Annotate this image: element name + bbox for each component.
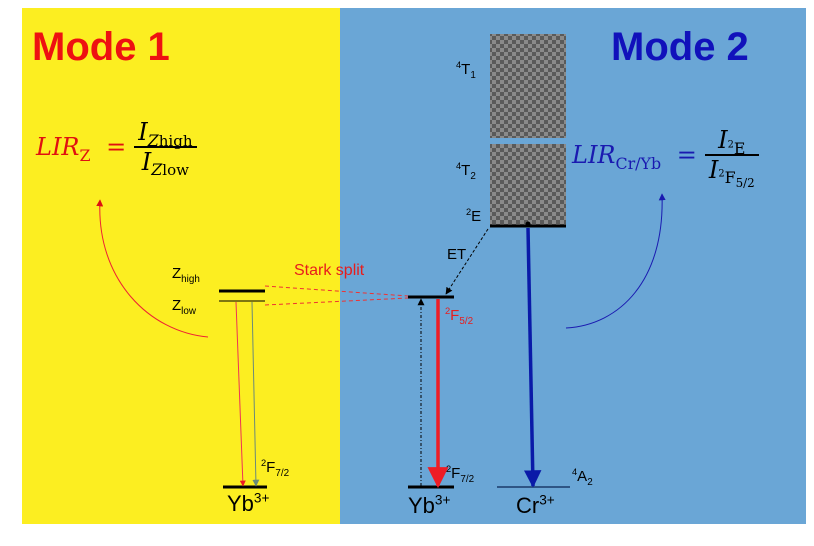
formula-right-den-sub: F: [724, 168, 736, 188]
formula-left-equals: =: [106, 132, 127, 161]
mode1-title: Mode 1: [32, 25, 170, 69]
emission-arrow-z-high: [235, 301, 246, 487]
formula-left-fraction: IZhigh IZlow: [134, 118, 197, 180]
formula-lir-z: LIRZ = IZhigh IZlow: [36, 118, 197, 180]
label-2e: 2E: [466, 207, 482, 225]
ion-yb-mid: Yb3+: [408, 492, 451, 518]
mode1-background: [22, 8, 340, 524]
emission-arrow-z-low: [251, 301, 260, 487]
mode2-title: Mode 2: [611, 25, 749, 69]
label-mid-f72: 2F7/2: [446, 464, 475, 485]
formula-right-den: I: [708, 155, 719, 184]
formula-left-den: I: [141, 147, 152, 176]
right-curve-icon: [565, 193, 666, 329]
formula-left-lhs-sub: Z: [79, 145, 91, 165]
formula-right-lhs-sub: Cr/Yb: [615, 153, 662, 173]
ion-yb-left: Yb3+: [227, 490, 270, 516]
label-stark-split: Stark split: [294, 262, 365, 279]
label-4t2: 4T2: [456, 161, 476, 182]
formula-right-lhs: LIR: [572, 140, 616, 169]
formula-left-num-sub: Z: [147, 130, 159, 150]
formula-left-num: I: [138, 118, 148, 146]
label-yb-f52: 2F5/2: [445, 306, 474, 327]
label-et: ET: [447, 246, 467, 263]
label-4t1: 4T1: [456, 60, 476, 81]
stark-dash-upper: [264, 285, 409, 297]
mode2-background: [340, 8, 806, 524]
left-curve-icon: [96, 199, 209, 338]
band-4t2: [490, 144, 566, 226]
label-z-high: Zhigh: [172, 265, 200, 285]
formula-right-num-sub: E: [733, 138, 746, 158]
label-left-f72: 2F7/2: [261, 458, 290, 479]
formula-lir-cr-yb: LIRCr/Yb = I2E I2F5/2: [572, 126, 759, 189]
formula-right-num-sup: 2: [727, 139, 734, 151]
formula-left-lhs: LIR: [36, 132, 80, 161]
cr-emission-arrow: [523, 227, 542, 488]
label-4a2: 4A2: [572, 467, 593, 488]
formula-right-den-subsub: 5/2: [735, 176, 755, 191]
cr-emission-start: [525, 221, 531, 227]
formula-left-den-subsub: low: [162, 161, 189, 180]
ion-cr: Cr3+: [516, 492, 555, 518]
band-4t1: [490, 34, 566, 138]
formula-right-num: I: [718, 126, 728, 154]
stark-dash-lower: [264, 297, 409, 306]
formula-left-den-sub: Z: [151, 160, 163, 180]
formula-right-equals: =: [676, 140, 697, 169]
energy-transfer-arrow: [445, 228, 489, 295]
formula-right-den-sup: 2: [718, 169, 725, 181]
formula-right-fraction: I2E I2F5/2: [704, 126, 759, 189]
label-z-low: Zlow: [172, 297, 196, 317]
formula-left-num-subsub: high: [158, 131, 193, 150]
